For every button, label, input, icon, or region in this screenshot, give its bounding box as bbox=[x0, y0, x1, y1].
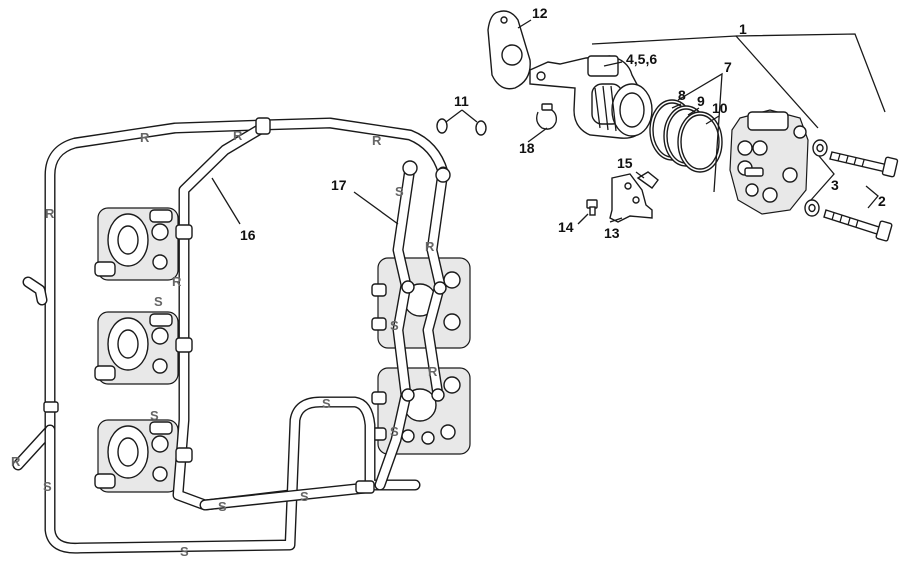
hose-fitting bbox=[402, 160, 418, 176]
hose-letter-s: S bbox=[180, 544, 189, 559]
hose-clamp bbox=[255, 117, 271, 135]
hose-letter-markers: R R R R R R R R S S S S S S S S S S bbox=[11, 128, 438, 559]
hose-letter-s: S bbox=[150, 408, 159, 423]
cylinder-head-lower bbox=[94, 419, 179, 493]
gasket-12 bbox=[487, 10, 531, 90]
hose-letter-r: R bbox=[45, 206, 55, 221]
cylinder-head-right-lower bbox=[371, 367, 471, 455]
return-hose-outer bbox=[12, 119, 268, 471]
hose-fitting bbox=[435, 167, 451, 183]
hose-letter-s: S bbox=[395, 184, 404, 199]
hose-clamp bbox=[43, 401, 59, 413]
callout-7: 7 bbox=[724, 59, 732, 75]
thermostat-housing-cover bbox=[529, 55, 653, 139]
left-cylinder-bank bbox=[94, 207, 179, 493]
hose-fitting bbox=[433, 281, 447, 295]
callout-2: 2 bbox=[878, 193, 886, 209]
clamp-18 bbox=[536, 103, 557, 130]
hose-letter-r: R bbox=[428, 364, 438, 379]
leader-lines bbox=[211, 19, 886, 225]
callout-14: 14 bbox=[558, 219, 574, 235]
hose-letter-s: S bbox=[154, 294, 163, 309]
hose-letter-r: R bbox=[140, 130, 150, 145]
hose-fitting bbox=[175, 447, 193, 463]
hose-letter-r: R bbox=[372, 133, 382, 148]
cylinder-head-middle bbox=[94, 311, 179, 385]
thermostat-housing bbox=[729, 109, 809, 215]
cylinder-head-upper bbox=[94, 207, 179, 281]
callout-15: 15 bbox=[617, 155, 633, 171]
hose-fitting bbox=[175, 337, 193, 353]
callout-12: 12 bbox=[532, 5, 548, 21]
hose-letter-s: S bbox=[390, 318, 399, 333]
right-cylinder-bank bbox=[371, 257, 471, 455]
callout-11: 11 bbox=[454, 93, 469, 109]
hose-letter-r: R bbox=[11, 454, 21, 469]
hose-routing bbox=[12, 117, 451, 554]
cylinder-head-right-upper bbox=[371, 257, 471, 349]
hose-fitting bbox=[175, 224, 193, 240]
callout-18: 18 bbox=[519, 140, 535, 156]
washers-3 bbox=[804, 139, 828, 217]
callout-1: 1 bbox=[739, 21, 747, 37]
hose-clamp bbox=[355, 480, 375, 494]
hose-letter-s: S bbox=[218, 499, 227, 514]
hose-letter-r: R bbox=[425, 239, 435, 254]
hose-letter-s: S bbox=[300, 489, 309, 504]
callout-17: 17 bbox=[331, 177, 347, 193]
hose-letter-s: S bbox=[43, 479, 52, 494]
callout-labels: 1 2 3 4,5,6 7 8 9 10 11 12 13 14 15 16 1… bbox=[240, 5, 886, 243]
callout-8: 8 bbox=[678, 87, 686, 103]
callout-9: 9 bbox=[697, 93, 705, 109]
bolts-2 bbox=[823, 151, 899, 242]
callout-3: 3 bbox=[831, 177, 839, 193]
hose-fitting bbox=[401, 388, 415, 402]
fitting-15 bbox=[636, 171, 659, 189]
hose-letter-s: S bbox=[390, 424, 399, 439]
callout-10: 10 bbox=[712, 100, 728, 116]
hose-letter-r: R bbox=[172, 274, 182, 289]
bracket-13 bbox=[609, 173, 653, 223]
callout-13: 13 bbox=[604, 225, 620, 241]
hose-letter-s: S bbox=[322, 396, 331, 411]
o-rings-11 bbox=[436, 118, 487, 136]
rings-8-9-10 bbox=[649, 99, 723, 173]
callout-16: 16 bbox=[240, 227, 256, 243]
hose-fitting bbox=[431, 388, 445, 402]
hose-letter-r: R bbox=[233, 128, 243, 143]
screw-14 bbox=[586, 199, 598, 216]
hose-fitting bbox=[401, 280, 415, 294]
callout-4-5-6: 4,5,6 bbox=[626, 51, 657, 67]
